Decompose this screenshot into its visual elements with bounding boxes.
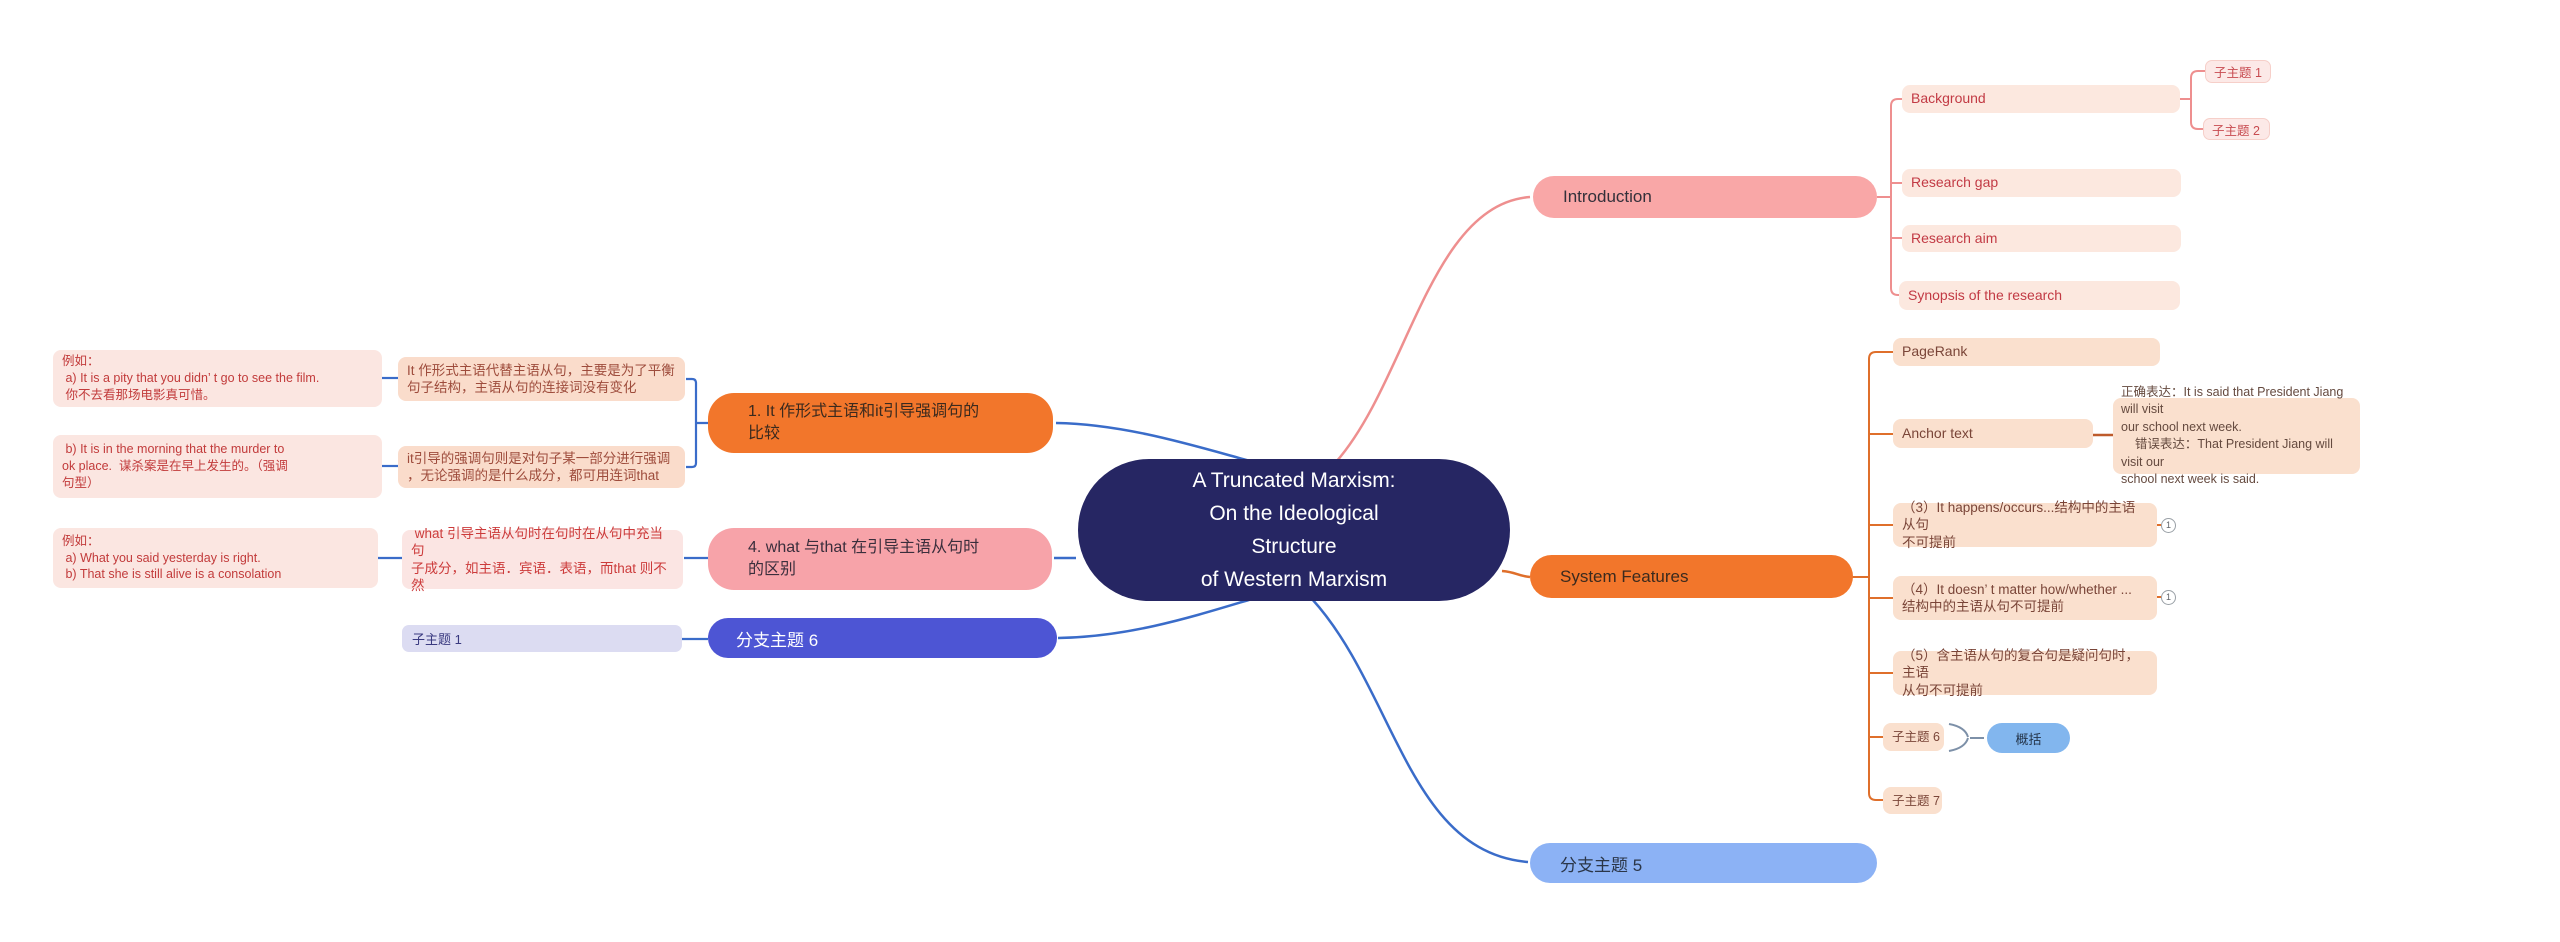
branch-subtopic-6[interactable]: 分支主题 6 (708, 618, 1057, 658)
left-branch-connectors (1054, 421, 1253, 640)
note-example-what-that[interactable]: 例如： a) What you said yesterday is right.… (53, 528, 378, 588)
branch-introduction[interactable]: Introduction (1533, 176, 1877, 218)
topic-what-clause[interactable]: what 引导主语从句时在句时在从句中充当句 子成分，如主语．宾语．表语，而th… (402, 526, 683, 593)
topic-research-gap[interactable]: Research gap (1902, 169, 2181, 197)
topic-item-4[interactable]: （4）It doesn’ t matter how/whether ... 结构… (1893, 576, 2157, 620)
topic-anchor-text[interactable]: Anchor text (1893, 419, 2093, 448)
note-example-b[interactable]: b) It is in the morning that the murder … (53, 435, 382, 498)
topic-subtopic-7[interactable]: 子主题 7 (1883, 787, 1942, 814)
topic-subtopic-6[interactable]: 子主题 6 (1883, 723, 1944, 751)
relationship-badge-2[interactable]: 1 (2161, 590, 2176, 605)
topic-subtopic-1-right[interactable]: 子主题 1 (2205, 60, 2271, 83)
branch-system-features[interactable]: System Features (1530, 555, 1853, 598)
summary-topic[interactable]: 概括 (1987, 723, 2070, 753)
system-connectors (1501, 351, 2161, 801)
branch-it-comparison[interactable]: 1. It 作形式主语和it引导强调句的 比较 (708, 393, 1053, 453)
topic-background[interactable]: Background (1902, 85, 2180, 113)
topic-item-3[interactable]: （3）It happens/occurs...结构中的主语从句 不可提前 (1893, 500, 2157, 550)
topic-subtopic-2-right[interactable]: 子主题 2 (2203, 118, 2270, 140)
topic-it-formal-subject[interactable]: It 作形式主语代替主语从句，主要是为了平衡 句子结构，主语从句的连接词没有变化 (398, 357, 685, 401)
central-topic[interactable]: A Truncated Marxism: On the Ideological … (1078, 459, 1510, 601)
note-example-a[interactable]: 例如： a) It is a pity that you didn’ t go … (53, 350, 382, 407)
left-sub-connectors (378, 376, 708, 641)
topic-synopsis[interactable]: Synopsis of the research (1899, 281, 2180, 310)
relationship-badge-1[interactable]: 1 (2161, 518, 2176, 533)
topic-research-aim[interactable]: Research aim (1902, 225, 2181, 252)
topic-pagerank[interactable]: PageRank (1893, 338, 2160, 366)
branch-subtopic-5[interactable]: 分支主题 5 (1530, 843, 1877, 883)
topic-it-emphasis[interactable]: it引导的强调句则是对句子某一部分进行强调 ，无论强调的是什么成分，都可用连词t… (398, 446, 685, 488)
branch-what-vs-that[interactable]: 4. what 与that 在引导主语从句时 的区别 (708, 528, 1052, 590)
topic-subtopic-1-left[interactable]: 子主题 1 (402, 625, 682, 652)
topic-item-5[interactable]: （5）含主语从句的复合句是疑问句时，主语 从句不可提前 (1893, 648, 2157, 698)
note-anchor-text[interactable]: 正确表达：It is said that President Jiang wil… (2113, 385, 2360, 486)
introduction-connectors (1335, 70, 2205, 463)
branch5-connector (1311, 598, 1529, 864)
summary-brace (1948, 723, 1984, 752)
